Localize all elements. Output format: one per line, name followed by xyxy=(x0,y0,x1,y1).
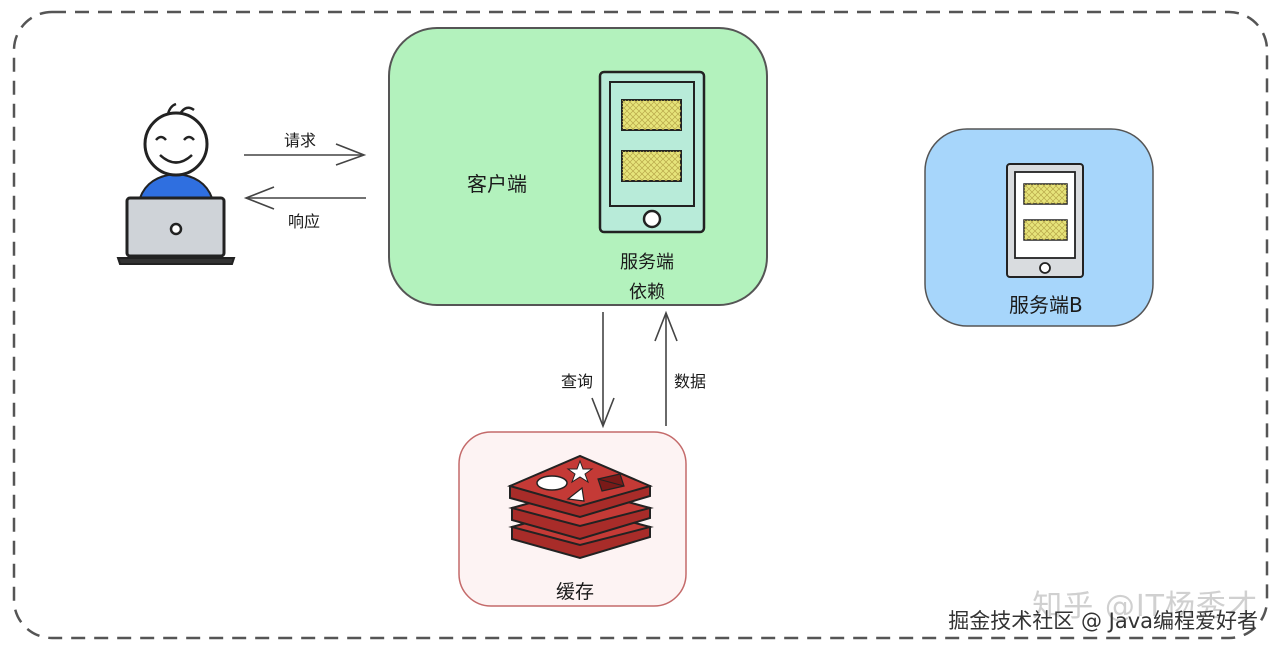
query-label: 查询 xyxy=(561,372,594,391)
user-icon xyxy=(116,102,236,265)
query-arrow xyxy=(591,312,615,429)
data-label: 数据 xyxy=(674,372,707,391)
request-label: 请求 xyxy=(284,131,317,150)
response-arrow xyxy=(243,186,366,210)
dependency-label: 依赖 xyxy=(629,282,665,303)
server-b-phone-icon xyxy=(1006,163,1084,278)
response-label: 响应 xyxy=(288,212,321,231)
data-arrow xyxy=(654,310,678,426)
watermark-zhihu: 知乎 @IT杨秀才 xyxy=(1032,589,1258,624)
redis-icon xyxy=(507,454,654,560)
watermark: 知乎 @IT杨秀才 掘金技术社区 @ Java编程爱好者 xyxy=(948,590,1258,634)
cache-label: 缓存 xyxy=(556,581,595,603)
server-b-label: 服务端B xyxy=(1009,293,1083,317)
server-dependency-phone-icon xyxy=(598,70,706,234)
watermark-juejin: 掘金技术社区 @ Java编程爱好者 xyxy=(948,609,1258,633)
server-dependency-label: 服务端 xyxy=(620,252,674,273)
client-label: 客户端 xyxy=(467,172,527,196)
outer-dashed-border xyxy=(12,10,1269,640)
client-box xyxy=(388,27,768,306)
request-arrow xyxy=(244,143,367,166)
